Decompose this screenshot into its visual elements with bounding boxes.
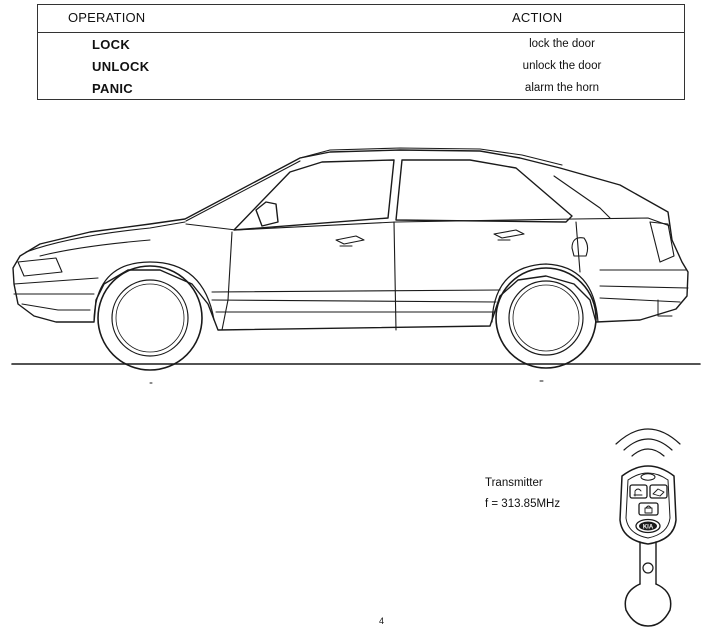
key-fob-transmitter-drawing: KIA [600, 416, 700, 628]
unlock-button-icon [630, 485, 647, 498]
rear-door-handle [494, 230, 524, 240]
front-door-handle [336, 236, 364, 246]
operation-panic: PANIC [92, 81, 133, 96]
car-side-view-drawing [0, 140, 718, 390]
operation-lock: LOCK [92, 37, 130, 52]
rear-wheel [496, 268, 596, 368]
operation-table: OPERATION ACTION LOCK lock the door UNLO… [37, 4, 685, 100]
table-row: UNLOCK unlock the door [38, 56, 684, 77]
kia-panic-button: KIA [636, 520, 660, 533]
operation-unlock: UNLOCK [92, 59, 149, 74]
table-header-row: OPERATION ACTION [38, 5, 684, 33]
key-head [625, 584, 670, 626]
transmitter-frequency: f = 313.85MHz [485, 494, 560, 515]
side-mirror [256, 202, 278, 226]
rear-window [396, 160, 572, 222]
kia-badge-text: KIA [643, 524, 654, 530]
action-unlock: unlock the door [470, 60, 654, 72]
table-row: PANIC alarm the horn [38, 78, 684, 99]
transmitter-label: Transmitter f = 313.85MHz [485, 473, 560, 515]
front-window [234, 160, 394, 230]
action-lock: lock the door [470, 38, 654, 50]
header-action: ACTION [512, 10, 562, 25]
front-wheel [98, 266, 202, 370]
action-panic: alarm the horn [470, 82, 654, 94]
car-body-outline [13, 150, 688, 330]
table-row: LOCK lock the door [38, 34, 684, 55]
page-number: 4 [379, 616, 384, 626]
lock-button-icon [639, 503, 658, 515]
headlight [18, 258, 62, 276]
trunk-button-icon [650, 485, 667, 498]
transmitter-name: Transmitter [485, 473, 560, 494]
signal-waves-icon [616, 429, 680, 456]
fuel-cap [572, 238, 588, 256]
header-operation: OPERATION [68, 10, 145, 25]
